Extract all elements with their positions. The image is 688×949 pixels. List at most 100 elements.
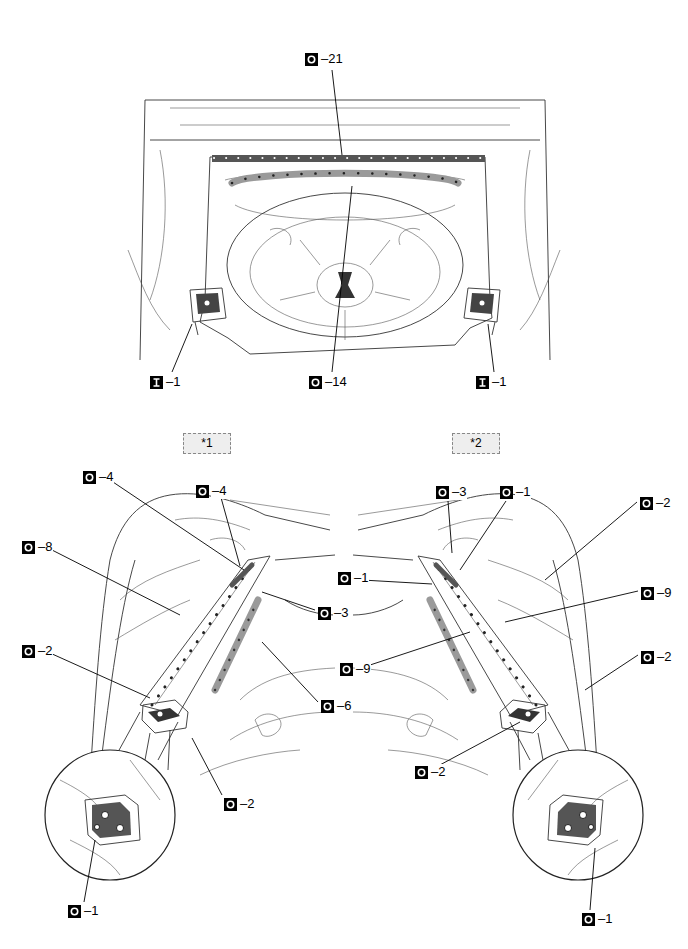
leader-line [84,840,95,902]
symbol-square [415,766,428,779]
symbol-square [68,905,81,918]
callout-number: –14 [324,374,348,390]
symbol-square [83,471,96,484]
weld-symbol [68,905,81,918]
leader-line [545,502,637,580]
spot-weld-mark [585,916,591,922]
symbol-square [641,587,654,600]
weld-symbol [318,607,331,620]
symbol-square [318,607,331,620]
spot-weld-mark [227,801,233,807]
spot-weld-mark [503,489,509,495]
callout-number: –1 [353,570,369,586]
weld-symbol [641,587,654,600]
spot-weld-mark [343,666,349,672]
weld-symbol [22,645,35,658]
callout-number: –2 [430,764,446,780]
spot-weld-mark [644,590,650,596]
weld-symbol [83,471,96,484]
spot-weld-mark [324,703,330,709]
symbol-square [305,53,318,66]
leader-line [460,501,506,570]
spot-weld-mark [25,648,31,654]
symbol-square [640,497,653,510]
callout-number: –1 [597,911,613,927]
leader-line [192,738,222,795]
leader-line [332,70,342,155]
leader-line [262,592,315,610]
weld-symbol [582,913,595,926]
view-tag: *1 [183,433,231,454]
leader-line [50,653,150,698]
weld-symbol [196,485,209,498]
leader-line [110,480,244,570]
spot-weld-mark [312,379,318,385]
spot-weld-mark [308,56,314,62]
callout-number: –21 [320,51,344,67]
callout-number: –3 [333,605,349,621]
leader-line [262,642,318,702]
symbol-square [641,651,654,664]
callout-number: –4 [211,483,227,499]
callout-number: –2 [656,649,672,665]
weld-symbol [338,572,351,585]
symbol-square [309,376,322,389]
leader-line [585,655,638,690]
weld-symbol [150,376,163,389]
callout-number: –8 [37,539,53,555]
symbol-square [436,486,449,499]
callout-number: –9 [355,661,371,677]
symbol-square [321,700,334,713]
spot-weld-mark [71,908,77,914]
callout-number: –6 [336,698,352,714]
symbol-square [224,798,237,811]
weld-symbol [641,651,654,664]
symbol-square [340,663,353,676]
weld-symbol [340,663,353,676]
symbol-square [338,572,351,585]
symbol-square [22,541,35,554]
leader-line [172,324,192,372]
spot-weld-mark [321,610,327,616]
callout-number: –2 [239,796,255,812]
spot-weld-mark [86,474,92,480]
leader-line [364,632,470,667]
callout-number: –1 [491,374,507,390]
symbol-square [196,485,209,498]
weld-symbol [309,376,322,389]
leader-line [448,501,452,553]
leader-line [50,549,180,615]
weld-symbol [415,766,428,779]
plug-weld-mark [480,379,486,386]
leader-line [362,580,432,584]
weld-symbol [224,798,237,811]
symbol-square [476,376,489,389]
symbol-square [150,376,163,389]
plug-weld-mark [154,379,160,386]
leader-line [505,591,638,622]
callout-number: –4 [98,469,114,485]
spot-weld-mark [439,489,445,495]
callout-number: –1 [83,903,99,919]
spot-weld-mark [418,769,424,775]
spot-weld-mark [199,488,205,494]
symbol-square [582,913,595,926]
leader-line [332,186,352,372]
leader-line [438,722,520,766]
symbol-square [500,486,513,499]
callout-number: –2 [655,495,671,511]
spot-weld-mark [643,500,649,506]
callout-number: –1 [165,374,181,390]
view-tag: *2 [452,433,500,454]
callout-number: –2 [37,643,53,659]
leader-line [488,324,494,372]
weld-symbol [22,541,35,554]
weld-symbol [500,486,513,499]
spot-weld-mark [25,544,31,550]
weld-symbol [640,497,653,510]
spot-weld-mark [341,575,347,581]
weld-symbol [476,376,489,389]
callout-number: –9 [656,585,672,601]
weld-symbol [321,700,334,713]
leader-line [590,848,595,910]
